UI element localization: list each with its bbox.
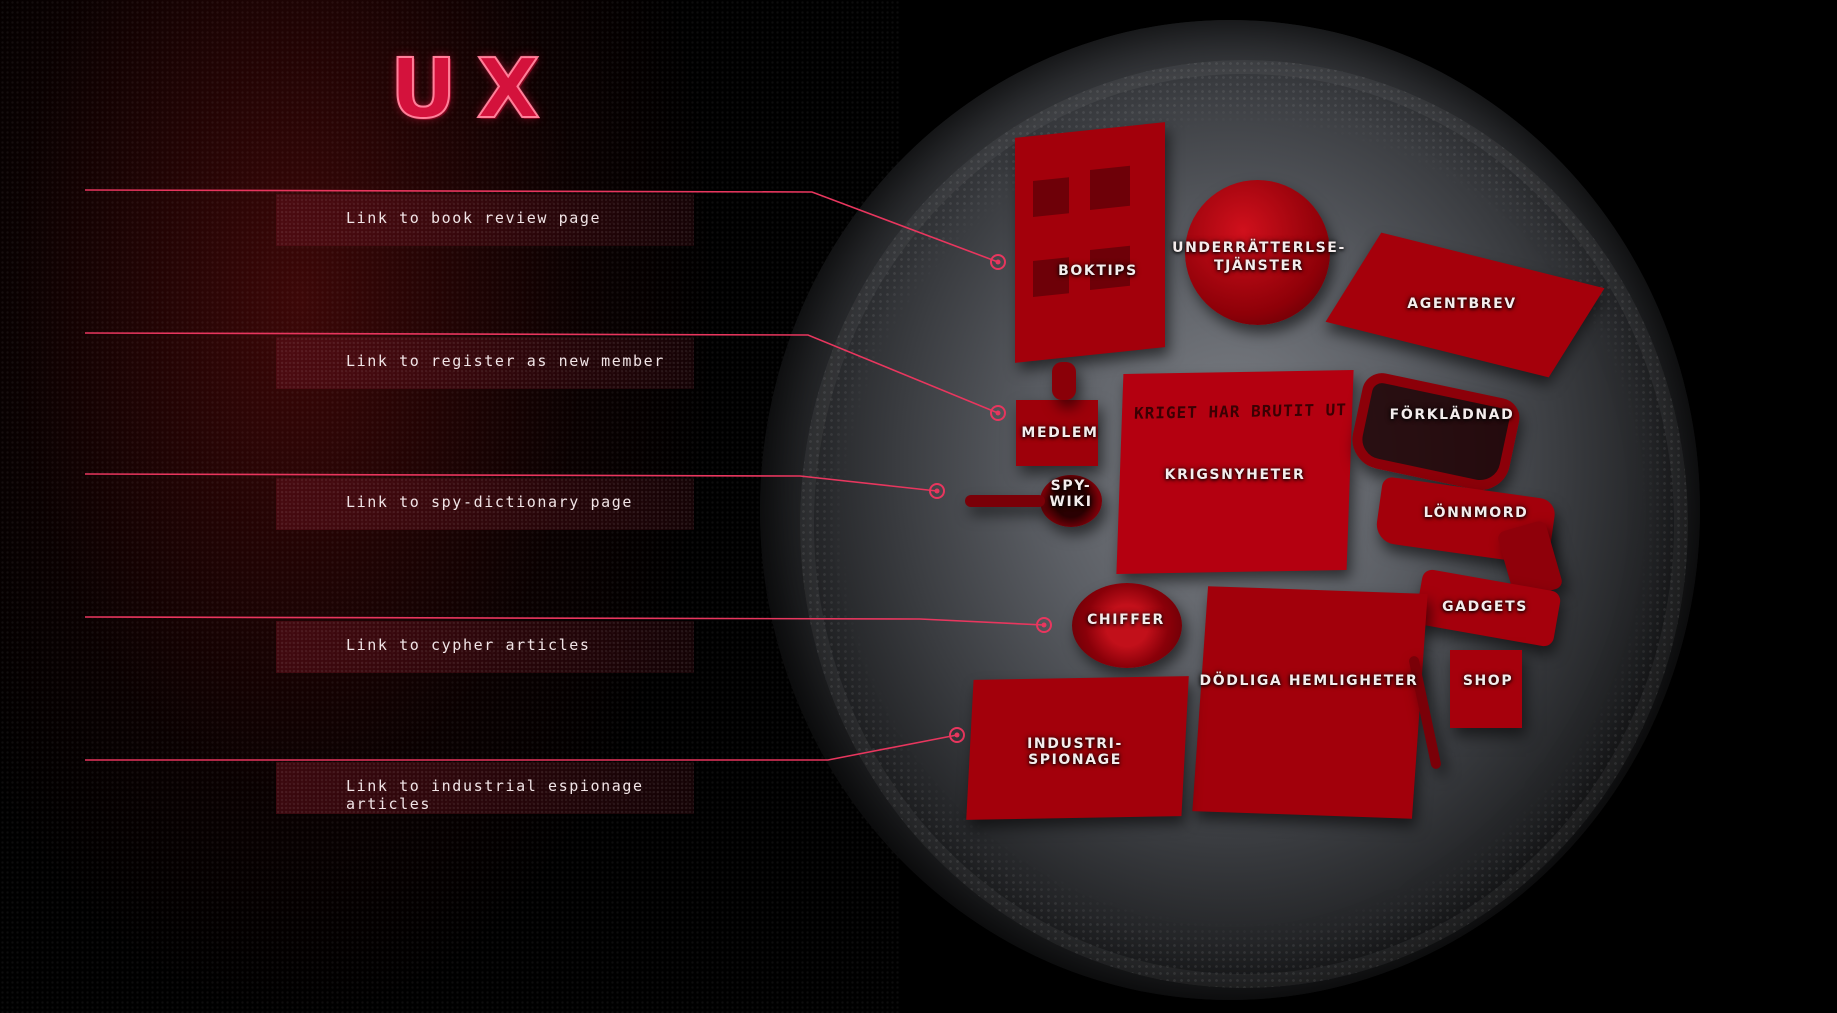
book-object[interactable] [1015, 122, 1165, 363]
underrattelse-label-line2[interactable]: TJÄNSTER [1213, 258, 1305, 274]
annotation-industrial-espionage[interactable]: Link to industrial espionage articles [276, 762, 694, 814]
underrattelse-label-line1[interactable]: UNDERRÄTTERLSE- [1172, 240, 1346, 256]
boktips-label[interactable]: BOKTIPS [1058, 263, 1138, 279]
annotation-book-review[interactable]: Link to book review page [276, 194, 694, 246]
agentbrev-label[interactable]: AGENTBREV [1407, 296, 1517, 312]
cipher-disc-object[interactable] [1072, 583, 1182, 668]
magnifier-object[interactable] [1040, 475, 1102, 527]
krigsnyheter-label[interactable]: KRIGSNYHETER [1164, 467, 1306, 483]
forkladnad-label[interactable]: FÖRKLÄDNAD [1389, 407, 1515, 423]
newspaper-headline: KRIGET HAR BRUTIT UT [1133, 400, 1348, 423]
spywiki-label-line1[interactable]: SPY- [1050, 478, 1092, 494]
lonnmord-label[interactable]: LÖNNMORD [1423, 505, 1529, 521]
annotation-register-member[interactable]: Link to register as new member [276, 337, 694, 389]
shop-label[interactable]: SHOP [1462, 673, 1514, 689]
globe-object[interactable] [1185, 180, 1330, 325]
ux-logo: UX [389, 41, 560, 138]
gadgets-label[interactable]: GADGETS [1442, 599, 1528, 615]
annotation-label: Link to spy-dictionary page [346, 493, 634, 511]
gift-box-object[interactable] [1450, 650, 1522, 728]
industrispionage-label-line1[interactable]: INDUSTRI- [1027, 736, 1123, 752]
magnifier-handle [965, 495, 1045, 507]
annotation-label: Link to book review page [346, 209, 602, 227]
annotation-cypher-articles[interactable]: Link to cypher articles [276, 621, 694, 673]
annotation-label: Link to cypher articles [346, 636, 591, 654]
annotation-spy-dictionary[interactable]: Link to spy-dictionary page [276, 478, 694, 530]
annotation-label: Link to industrial espionage articles [346, 777, 644, 813]
stamp-object[interactable] [1016, 400, 1098, 466]
industrispionage-label-line2[interactable]: SPIONAGE [1028, 752, 1122, 768]
medlem-label[interactable]: MEDLEM [1021, 425, 1099, 441]
spywiki-label-line2[interactable]: WIKI [1049, 494, 1093, 510]
stamp-handle [1052, 362, 1076, 400]
annotation-label: Link to register as new member [346, 352, 665, 370]
chiffer-label[interactable]: CHIFFER [1087, 612, 1165, 628]
document-object[interactable] [1192, 586, 1428, 819]
dodliga-hemligheter-label[interactable]: DÖDLIGA HEMLIGHETER [1199, 673, 1419, 689]
